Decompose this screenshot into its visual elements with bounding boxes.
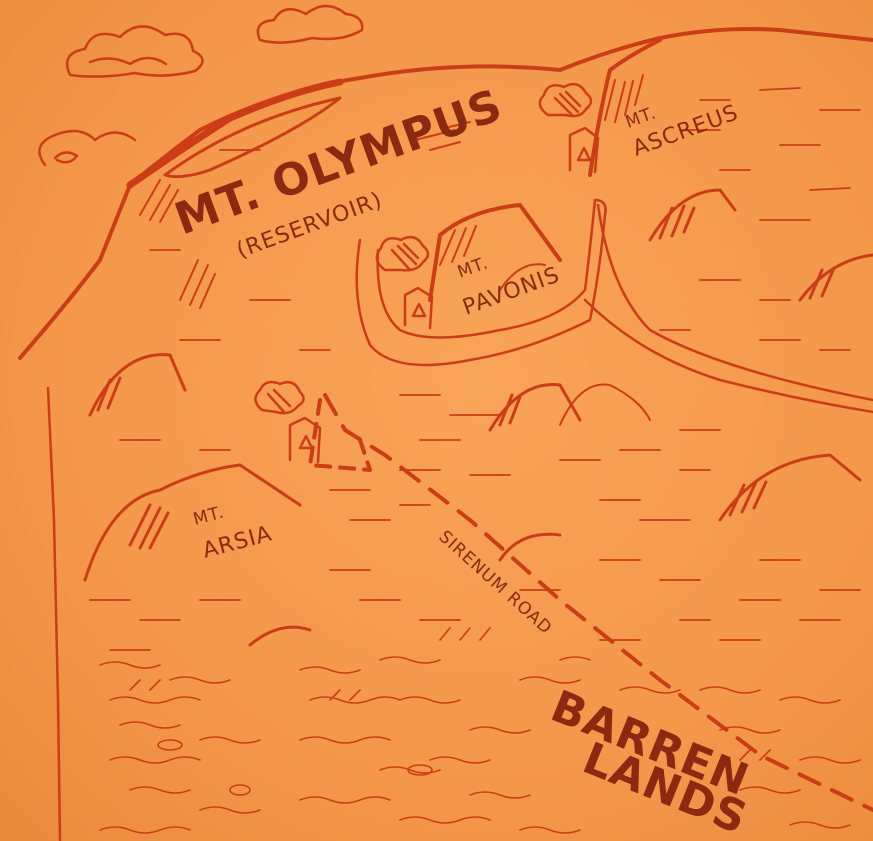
cloud-icon (65, 25, 204, 78)
plateau-outline (355, 198, 607, 367)
outpost-icon-ascreus (538, 82, 600, 174)
slope-hatch (439, 225, 477, 266)
barren-scribbles (99, 627, 861, 834)
hill-marks (83, 188, 873, 647)
cloud-icon (38, 129, 137, 167)
road-to-east (596, 203, 873, 402)
terrain-dashes (89, 87, 861, 651)
map-border-line (46, 386, 62, 841)
ridge-line-pavonis (428, 203, 562, 302)
slope-hatch (139, 121, 471, 309)
cloud-icon (256, 4, 364, 44)
road-to-east-inner (583, 298, 873, 414)
slope-hatch (604, 74, 644, 123)
ridge-line-ascreus (588, 38, 662, 177)
outpost-icon-arsia (254, 380, 322, 464)
crater-rim (163, 96, 342, 179)
outpost-icon-pavonis (375, 235, 434, 330)
sirenum-road (308, 393, 873, 812)
ridge-highlight (126, 78, 344, 189)
